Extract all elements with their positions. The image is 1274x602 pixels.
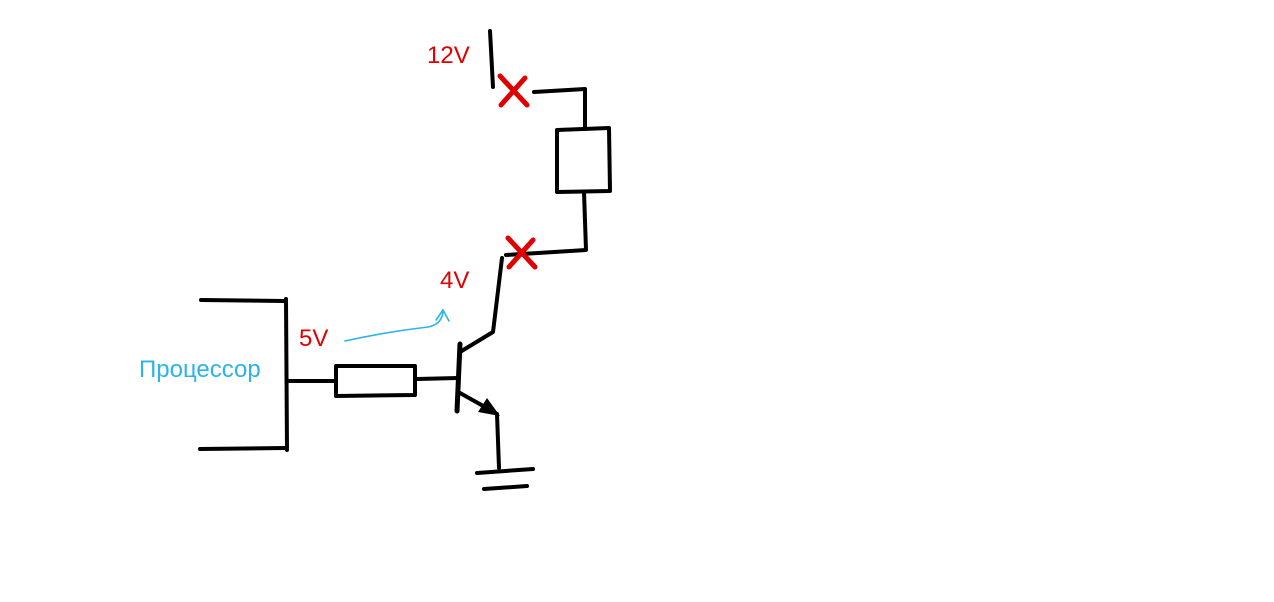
emitter-arrowhead-icon — [478, 398, 500, 416]
processor-label: Процессор — [139, 356, 261, 383]
base-wire — [415, 376, 460, 381]
load-to-collector-wire — [504, 190, 588, 257]
supply-voltage-label: 12V — [427, 42, 470, 69]
annotation-arrow-icon — [344, 309, 450, 342]
collector-voltage-label: 4V — [440, 267, 470, 294]
processor-bracket — [198, 297, 289, 452]
emitter-to-ground-wire — [495, 412, 501, 470]
base-voltage-label: 5V — [299, 325, 329, 352]
load-box — [555, 126, 612, 194]
base-resistor-box — [334, 364, 417, 398]
supply-to-load-wire — [532, 87, 587, 131]
collector-wire — [458, 256, 504, 354]
ground-symbol-icon — [475, 467, 535, 491]
supply-lead-wire — [488, 29, 495, 89]
break-mark-bottom-icon — [505, 235, 538, 270]
break-mark-top-icon — [497, 73, 530, 108]
